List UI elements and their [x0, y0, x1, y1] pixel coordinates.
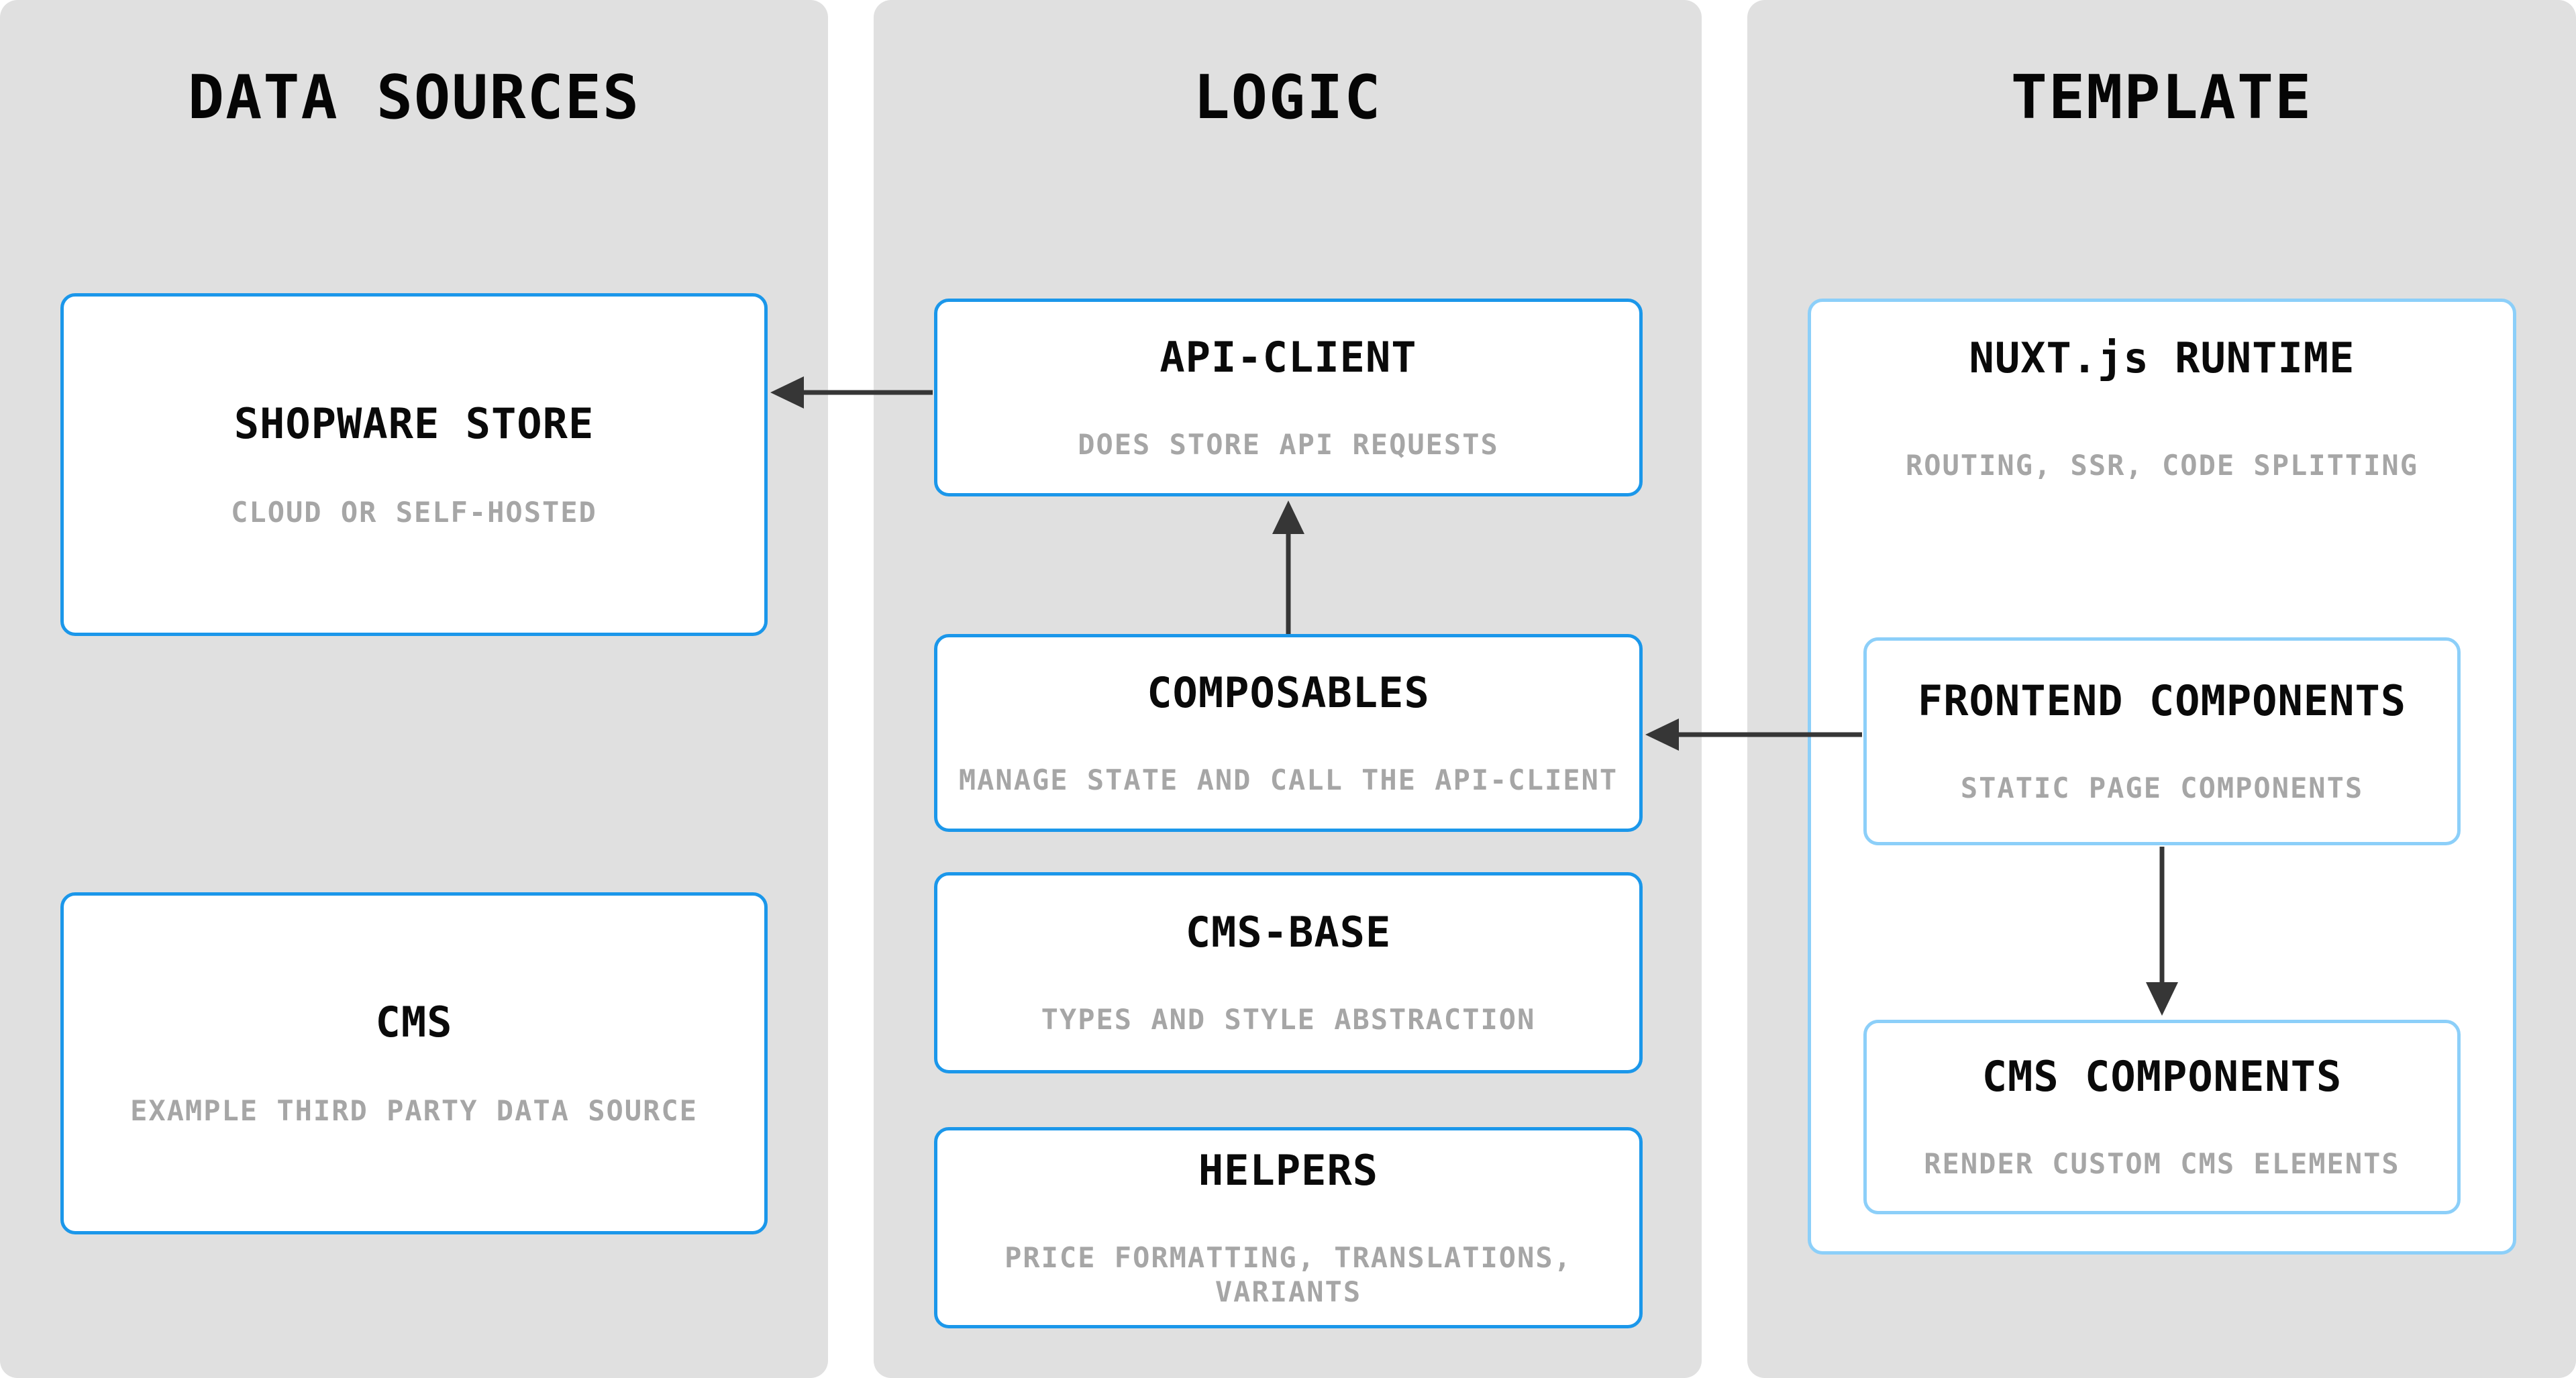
box-subtitle-api-client: DOES STORE API REQUESTS: [1078, 427, 1499, 461]
column-template: TEMPLATE NUXT.js RUNTIME ROUTING, SSR, C…: [1747, 0, 2576, 1378]
box-subtitle-composables: MANAGE STATE AND CALL THE API-CLIENT: [958, 763, 1618, 796]
box-title-cms: CMS: [375, 998, 453, 1047]
column-title-logic: LOGIC: [1193, 62, 1382, 133]
box-subtitle-cms-components: RENDER CUSTOM CMS ELEMENTS: [1924, 1147, 2400, 1181]
box-subtitle-frontend-components: STATIC PAGE COMPONENTS: [1960, 772, 2364, 805]
box-frontend-components: FRONTEND COMPONENTS STATIC PAGE COMPONEN…: [1863, 637, 2461, 845]
box-title-shopware-store: SHOPWARE STORE: [234, 399, 595, 448]
box-cms-components: CMS COMPONENTS RENDER CUSTOM CMS ELEMENT…: [1863, 1020, 2461, 1214]
box-subtitle-cms-base: TYPES AND STYLE ABSTRACTION: [1041, 1003, 1536, 1037]
column-logic: LOGIC API-CLIENT DOES STORE API REQUESTS…: [874, 0, 1702, 1378]
box-title-helpers: HELPERS: [1198, 1145, 1379, 1195]
box-nuxt-runtime: NUXT.js RUNTIME ROUTING, SSR, CODE SPLIT…: [1808, 299, 2516, 1255]
box-title-composables: COMPOSABLES: [1147, 668, 1430, 717]
box-title-cms-components: CMS COMPONENTS: [1981, 1052, 2342, 1102]
box-helpers: HELPERS PRICE FORMATTING, TRANSLATIONS, …: [934, 1127, 1643, 1328]
box-subtitle-cms: EXAMPLE THIRD PARTY DATA SOURCE: [130, 1094, 698, 1128]
box-title-nuxt-runtime: NUXT.js RUNTIME: [1969, 333, 2355, 382]
box-subtitle-helpers: PRICE FORMATTING, TRANSLATIONS, VARIANTS: [1004, 1241, 1572, 1308]
box-title-frontend-components: FRONTEND COMPONENTS: [1917, 676, 2407, 726]
column-title-data-sources: DATA SOURCES: [187, 62, 641, 133]
box-cms: CMS EXAMPLE THIRD PARTY DATA SOURCE: [60, 892, 768, 1234]
box-composables: COMPOSABLES MANAGE STATE AND CALL THE AP…: [934, 634, 1643, 832]
box-subtitle-shopware-store: CLOUD OR SELF-HOSTED: [231, 495, 597, 529]
box-title-api-client: API-CLIENT: [1160, 332, 1417, 382]
box-cms-base: CMS-BASE TYPES AND STYLE ABSTRACTION: [934, 872, 1643, 1073]
box-subtitle-nuxt-runtime: ROUTING, SSR, CODE SPLITTING: [1905, 449, 2418, 482]
column-data-sources: DATA SOURCES SHOPWARE STORE CLOUD OR SEL…: [0, 0, 828, 1378]
box-api-client: API-CLIENT DOES STORE API REQUESTS: [934, 299, 1643, 496]
column-title-template: TEMPLATE: [2010, 62, 2313, 133]
box-shopware-store: SHOPWARE STORE CLOUD OR SELF-HOSTED: [60, 293, 768, 636]
box-title-cms-base: CMS-BASE: [1185, 908, 1392, 957]
